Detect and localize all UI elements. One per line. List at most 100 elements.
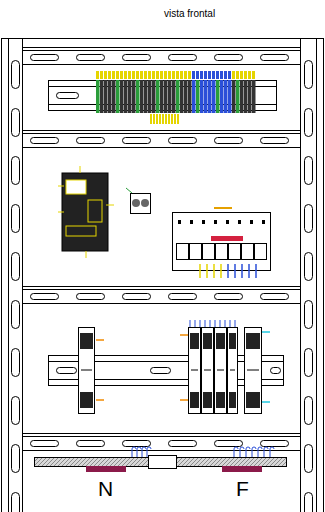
terminal-marker [212,71,215,79]
post-slot [305,157,313,185]
breaker-lead [195,320,196,327]
terminal [116,80,120,113]
block-cell [216,244,228,260]
rail-slot [215,138,243,144]
terminal-marker [168,114,170,124]
terminal-marker [177,114,179,124]
post-slot [305,397,313,425]
terminal-marker [248,71,251,79]
cabinet-frame [2,38,324,512]
breaker-lead [215,320,216,327]
rail [23,48,301,65]
terminal-marker [236,71,239,79]
terminal-marker [116,71,119,79]
post-slot [12,157,20,185]
block-wire [206,264,208,278]
breaker [189,328,201,414]
post-slot [12,109,20,137]
block-cell [203,244,215,260]
terminal [180,80,184,113]
terminal-marker [156,114,158,124]
terminal-marker [128,71,131,79]
terminal-marker [164,71,167,79]
terminal-marker [153,114,155,124]
terminal-marker [196,71,199,79]
terminal-marker [240,71,243,79]
terminal [204,80,208,113]
terminal-marker [184,71,187,79]
terminal-marker [180,71,183,79]
bus-wire [147,447,151,457]
terminal-marker [171,114,173,124]
terminal-marker [162,114,164,124]
terminal-marker [156,71,159,79]
terminal-marker [120,71,123,79]
rail [23,131,301,148]
rail-slot [123,441,151,447]
bus-bars [35,456,287,473]
rail-slot [169,294,197,300]
terminal-marker [150,114,152,124]
terminal [240,80,244,113]
block-dot [238,220,241,224]
terminal [148,80,152,113]
terminal [184,80,188,113]
terminal [136,80,140,113]
rail-slot [261,294,289,300]
rail-slot [261,55,289,61]
rail-slot [77,138,105,144]
bus-wire [258,447,262,457]
rail-slot [215,441,243,447]
breaker [202,328,214,414]
terminal [192,80,196,113]
block-cell [255,244,267,260]
terminal [96,80,100,113]
bus-wire [240,447,244,457]
rail-slot [261,138,289,144]
terminal [172,80,176,113]
post-slot [12,301,20,329]
terminal-marker [152,71,155,79]
post-slots [12,61,313,512]
rail-slot [77,55,105,61]
terminal [216,80,220,113]
terminal-marker [140,71,143,79]
rail-slot [123,294,151,300]
breaker-lead [96,399,104,401]
rail-slot [31,441,59,447]
block-wire [248,264,250,278]
terminal-marker [159,114,161,124]
post-slot [12,61,20,89]
block-dot [178,220,181,224]
relay-component [126,188,151,214]
post-slot [305,253,313,281]
rail-slot [169,55,197,61]
block-dot [202,220,205,224]
bus-wire [264,447,268,457]
terminal [108,80,112,113]
rail-slot [169,441,197,447]
bus-wires [132,447,274,457]
rail-edge [22,133,300,134]
post-slot [12,205,20,233]
terminal-marker [112,71,115,79]
breaker-lead [200,320,201,327]
terminal [168,80,172,113]
breaker-lead [180,399,188,401]
rail-slot [169,138,197,144]
terminal [120,80,124,113]
breaker-lead [96,339,104,341]
post-slot [12,493,20,512]
post-slot [305,493,313,512]
breaker-lead [262,331,270,333]
block-dot [214,220,217,224]
post-slot [305,109,313,137]
rail-slot [31,294,59,300]
terminal [236,80,240,113]
terminal-blocks [96,71,256,124]
terminal [200,80,204,113]
block-wire [213,264,215,278]
terminal [164,80,168,113]
